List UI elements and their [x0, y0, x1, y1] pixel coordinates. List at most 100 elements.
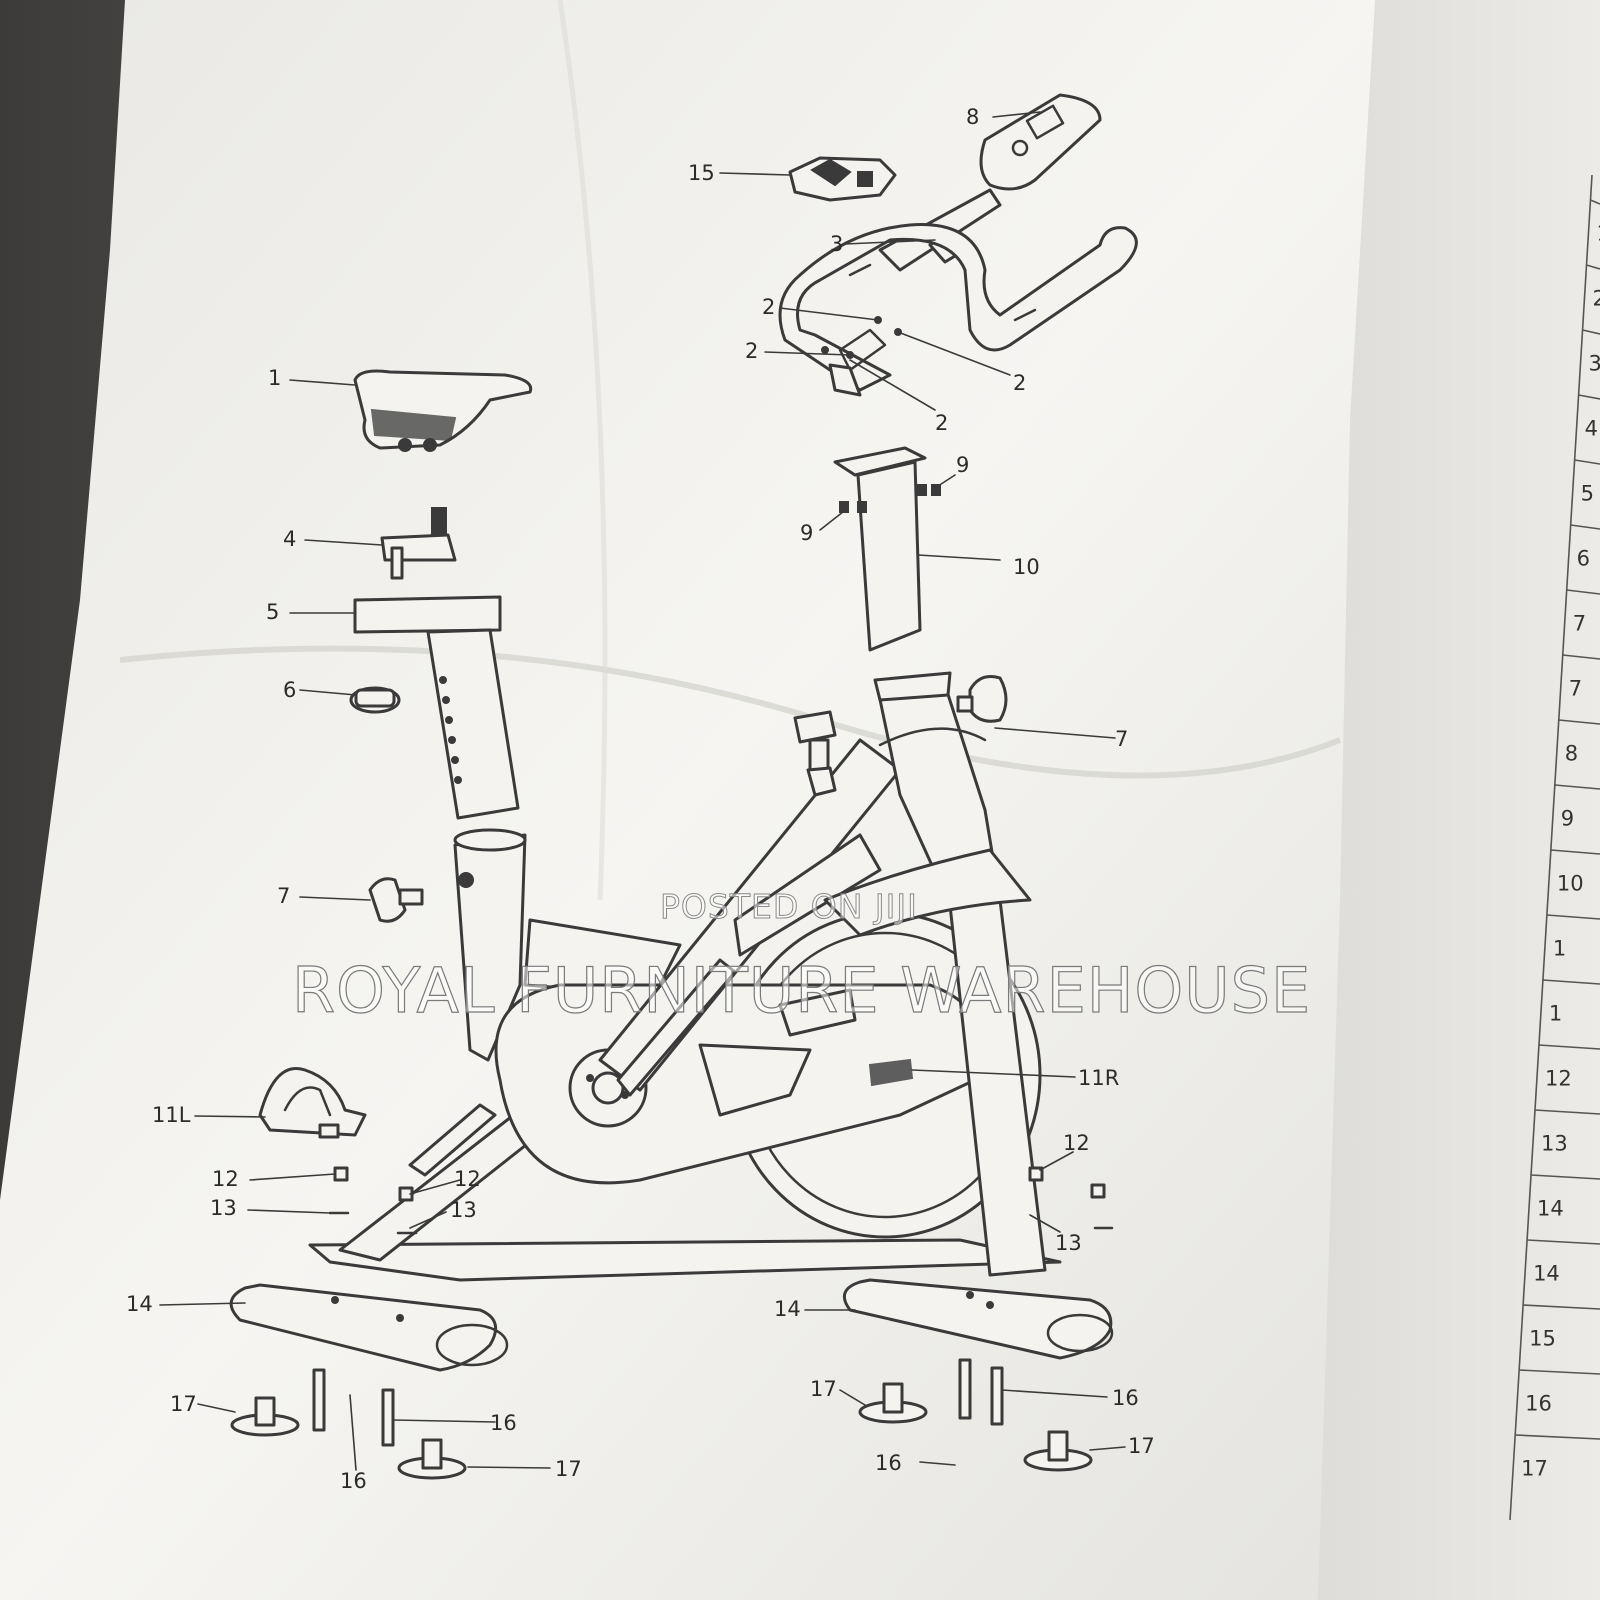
table-row-divider [1534, 1109, 1600, 1115]
callout-17-d: 17 [1128, 1434, 1155, 1458]
leader-lines [159, 111, 1126, 1471]
callout-13-left: 13 [210, 1196, 237, 1220]
table-row-divider [1542, 979, 1600, 985]
table-row-divider [1562, 654, 1600, 660]
table-row-divider [1546, 914, 1600, 920]
table-row-number: 13 [1541, 1131, 1568, 1155]
table-row-divider [1523, 1304, 1600, 1310]
bike-frame [308, 671, 1062, 1282]
table-row-divider [1570, 524, 1600, 530]
callout-2-c: 2 [1013, 371, 1026, 395]
callout-16-b: 16 [490, 1411, 517, 1435]
table-row-number: 16 [1525, 1391, 1552, 1415]
callout-16-a: 16 [340, 1469, 367, 1493]
callout-13-right: 13 [1055, 1231, 1082, 1255]
callout-3: 3 [830, 232, 843, 256]
callout-11l: 11L [152, 1103, 191, 1127]
table-row-divider [1554, 784, 1600, 790]
part-14-front-stabilizer [842, 1278, 1114, 1360]
callout-17-b: 17 [555, 1457, 582, 1481]
callout-15: 15 [688, 161, 715, 185]
callout-2-d: 2 [935, 411, 948, 435]
hardware-16-bolts [312, 1358, 1004, 1447]
callout-5: 5 [266, 600, 279, 624]
table-row-divider [1558, 719, 1600, 725]
callout-2-a: 2 [762, 295, 775, 319]
part-10-handlebar-post [833, 446, 941, 652]
table-row-number: 15 [1529, 1326, 1556, 1350]
table-row-divider [1515, 1434, 1600, 1440]
callout-9-right: 9 [956, 453, 969, 477]
part-15-bracket [788, 156, 897, 202]
table-row-number: 10 [1557, 871, 1584, 895]
watermark-posted: POSTED ON JIJI [660, 887, 918, 926]
table-row-number: 2 [1593, 286, 1600, 310]
table-row-number: 14 [1537, 1196, 1564, 1220]
table-row-divider [1582, 329, 1600, 335]
callout-12-left: 12 [212, 1167, 239, 1191]
table-row-divider [1586, 264, 1600, 270]
part-5-seat-post [353, 595, 520, 820]
instruction-sheet [0, 0, 1375, 1600]
callout-4: 4 [283, 527, 296, 551]
table-row-number: 4 [1585, 416, 1598, 440]
table-row-divider [1530, 1174, 1600, 1180]
callout-13-mid: 13 [450, 1198, 477, 1222]
table-row-divider [1538, 1044, 1600, 1050]
watermark: POSTED ON JIJI ROYAL FURNITURE WAREHOUSE [291, 887, 1311, 1028]
callout-14-rear: 14 [126, 1292, 153, 1316]
callout-12-right: 12 [1063, 1131, 1090, 1155]
callout-16-c: 16 [1112, 1386, 1139, 1410]
callout-6: 6 [283, 678, 296, 702]
table-row-number: 1 [1596, 221, 1600, 245]
table-row-divider [1566, 589, 1600, 595]
table-row-number: 12 [1545, 1066, 1572, 1090]
table-row-divider [1550, 849, 1600, 855]
part-8-console [979, 93, 1102, 191]
table-row-divider [1590, 199, 1600, 205]
part-4-saddle-slider [380, 507, 457, 580]
hardware-13-washers [328, 1211, 1114, 1235]
table-row-number: 9 [1561, 806, 1574, 830]
callout-8: 8 [966, 105, 979, 129]
part-1-saddle [353, 369, 533, 452]
callout-17-c: 17 [810, 1377, 837, 1401]
table-row-number: 1 [1553, 936, 1566, 960]
table-row-number: 7 [1573, 611, 1586, 635]
callout-16-d: 16 [875, 1451, 902, 1475]
table-row-number: 8 [1565, 741, 1578, 765]
hardware-12-nuts [333, 1166, 1106, 1202]
callout-7-left: 7 [277, 884, 290, 908]
parts-table: 1234567789101112131414151617 [1509, 174, 1600, 1521]
callout-11r: 11R [1078, 1066, 1119, 1090]
part-11l-pedal [258, 1067, 367, 1139]
table-row-number: 17 [1521, 1456, 1548, 1480]
table-row-number: 14 [1533, 1261, 1560, 1285]
parts-list-sheet [1290, 0, 1600, 1600]
callout-labels: 1 4 5 6 7 11L 12 13 12 13 14 17 16 16 17… [126, 105, 1155, 1493]
table-row-divider [1527, 1239, 1600, 1245]
table-row-divider [1578, 394, 1600, 400]
table-row-number: 5 [1581, 481, 1594, 505]
callout-7-right: 7 [1115, 727, 1128, 751]
part-6-knob [349, 686, 401, 714]
callout-17-a: 17 [170, 1392, 197, 1416]
callout-1: 1 [268, 366, 281, 390]
callout-12-mid: 12 [454, 1167, 481, 1191]
hardware-17-feet [230, 1382, 1093, 1480]
table-row-number: 7 [1569, 676, 1582, 700]
part-2-handlebar [778, 223, 1138, 397]
callout-2-b: 2 [745, 339, 758, 363]
table-row-number: 6 [1577, 546, 1590, 570]
callout-9-left: 9 [800, 521, 813, 545]
watermark-brand: ROYAL FURNITURE WAREHOUSE [292, 954, 1311, 1027]
callout-14-front: 14 [774, 1297, 801, 1321]
table-row-number: 1 [1549, 1001, 1562, 1025]
table-row-number: 3 [1589, 351, 1600, 375]
table-row-divider [1574, 459, 1600, 465]
callout-10: 10 [1013, 555, 1040, 579]
table-row-divider [1519, 1369, 1600, 1375]
part-7-knob-left [368, 877, 424, 923]
